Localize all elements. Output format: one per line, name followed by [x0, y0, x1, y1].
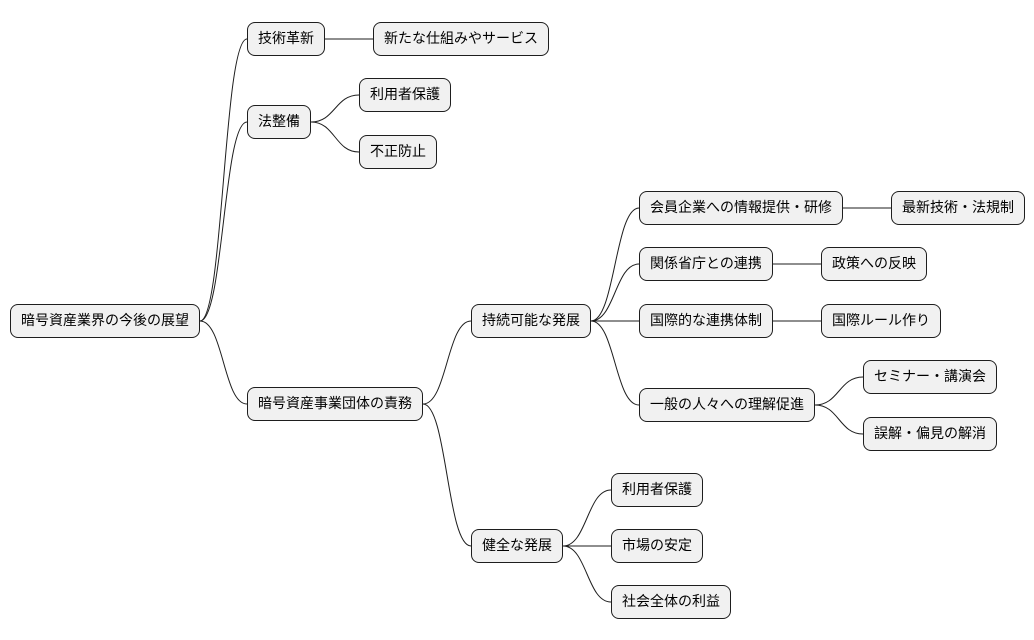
node-sustainable-development: 持続可能な発展 [471, 304, 591, 338]
node-legal-framework: 法整備 [247, 105, 311, 139]
edge-root-to-c2 [199, 320, 248, 405]
edge-c2-1-to-c2-1-2 [562, 545, 612, 603]
node-fraud-prevention: 不正防止 [359, 135, 437, 169]
node-user-protection-law: 利用者保護 [359, 78, 451, 112]
node-root: 暗号資産業界の今後の展望 [10, 304, 200, 338]
node-resolve-misconceptions: 誤解・偏見の解消 [863, 417, 997, 451]
node-new-services: 新たな仕組みやサービス [373, 22, 549, 56]
edge-root-to-c1 [199, 121, 248, 322]
node-latest-tech-law: 最新技術・法規制 [891, 191, 1025, 225]
edge-c2-0-to-c2-0-3 [590, 320, 640, 406]
node-member-training: 会員企業への情報提供・研修 [639, 191, 843, 225]
edge-c2-0-3-to-c2-0-3-1 [814, 404, 864, 435]
edge-c2-0-to-c2-0-0 [590, 207, 640, 322]
node-tech-innovation: 技術革新 [247, 22, 325, 56]
edge-c2-0-3-to-c2-0-3-0 [814, 376, 864, 406]
node-public-understanding: 一般の人々への理解促進 [639, 388, 815, 422]
node-sound-development: 健全な発展 [471, 529, 563, 563]
edge-c2-to-c2-1 [422, 403, 472, 547]
edge-c2-0-to-c2-0-1 [590, 263, 640, 322]
node-seminars: セミナー・講演会 [863, 360, 997, 394]
edge-c2-1-to-c2-1-0 [562, 489, 612, 547]
node-international-rules: 国際ルール作り [821, 304, 941, 338]
edge-root-to-c0 [199, 38, 248, 322]
node-social-benefit: 社会全体の利益 [611, 585, 731, 619]
node-market-stability: 市場の安定 [611, 529, 703, 563]
node-association-duties: 暗号資産事業団体の責務 [247, 387, 423, 421]
node-policy-reflection: 政策への反映 [821, 247, 927, 281]
node-user-protection: 利用者保護 [611, 473, 703, 507]
edge-c1-to-c1-0 [310, 94, 360, 123]
node-international-cooperation: 国際的な連携体制 [639, 304, 773, 338]
node-ministry-cooperation: 関係省庁との連携 [639, 247, 773, 281]
edge-c1-to-c1-1 [310, 121, 360, 153]
edge-c2-to-c2-0 [422, 320, 472, 405]
